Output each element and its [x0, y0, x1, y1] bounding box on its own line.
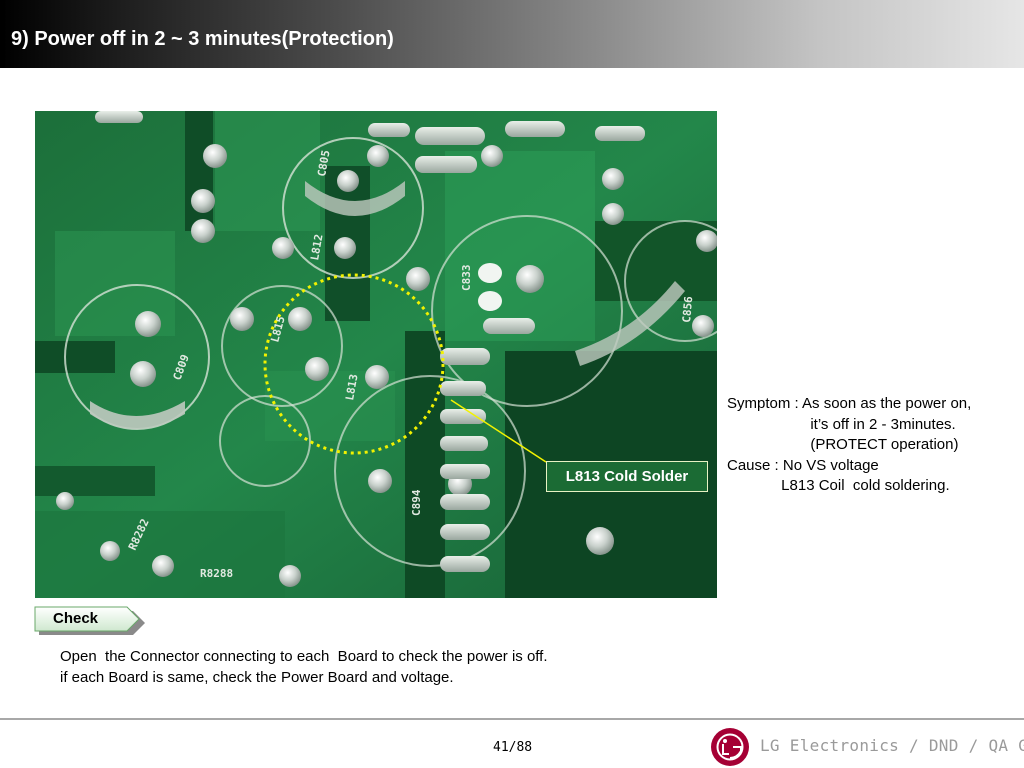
- page-number: 41/88: [493, 740, 533, 755]
- callout-label: L813 Cold Solder: [546, 461, 708, 492]
- pcb-photo-graphic: C805 L812 L815 L813 C809 C894 C833 C856 …: [35, 111, 717, 598]
- check-tag: Check: [33, 605, 149, 637]
- svg-text:C805: C805: [315, 149, 332, 177]
- title-bar: 9) Power off in 2 ~ 3 minutes(Protection…: [0, 0, 1024, 68]
- svg-text:C833: C833: [460, 265, 473, 292]
- svg-text:C856: C856: [680, 295, 695, 323]
- lg-logo-icon: LG: [711, 728, 749, 766]
- title-bar-edge: [0, 0, 5, 68]
- check-label: Check: [53, 610, 99, 627]
- svg-text:L813: L813: [343, 373, 360, 401]
- footer-divider: [0, 718, 1024, 720]
- defect-highlight: [263, 273, 445, 455]
- pcb-photo: C805 L812 L815 L813 C809 C894 C833 C856 …: [35, 111, 717, 598]
- svg-text:R8288: R8288: [200, 567, 233, 580]
- solder-pads: [56, 144, 717, 587]
- slide-title: 9) Power off in 2 ~ 3 minutes(Protection…: [11, 28, 394, 50]
- svg-text:L812: L812: [308, 233, 325, 261]
- callout-line: [450, 399, 547, 463]
- symptom-text: Symptom : As soon as the power on, it’s …: [727, 395, 972, 494]
- instruction-text: Open the Connector connecting to each Bo…: [60, 648, 548, 686]
- check-arrow-shape: [34, 606, 145, 635]
- svg-text:C894: C894: [410, 489, 423, 516]
- company-name: LG Electronics / DND / QA Gr.: [760, 736, 1024, 755]
